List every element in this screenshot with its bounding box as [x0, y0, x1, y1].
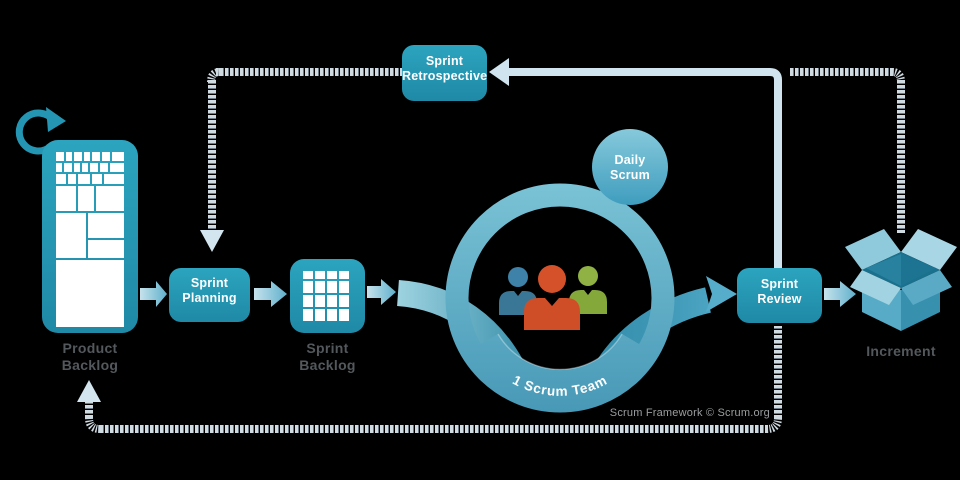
sprint-backlog-grid	[303, 271, 349, 321]
product-backlog-treemap	[56, 152, 124, 327]
daily-scrum-circle	[592, 129, 668, 205]
increment-box-icon	[845, 229, 957, 331]
review-to-retrospective-arrow	[489, 58, 782, 270]
sprint-review-box	[737, 268, 822, 323]
sprint-backlog-icon	[290, 259, 365, 333]
scrum-team-icon	[499, 265, 607, 330]
flow-arrow-backlog-to-planning	[140, 281, 167, 307]
daily-scrum-label: Daily Scrum	[610, 153, 650, 182]
sprint-backlog-label: Sprint Backlog	[299, 340, 356, 373]
flow-arrow-backlog-to-team	[367, 279, 396, 305]
increment-to-retrospective-line	[790, 68, 905, 233]
product-backlog-label: Product Backlog	[61, 340, 119, 373]
swoosh-arrowhead-icon	[706, 276, 737, 312]
flow-arrow-planning-to-backlog	[254, 281, 287, 307]
down-arrowhead-icon	[200, 230, 224, 252]
sprint-retrospective-label: Sprint Retrospective	[402, 54, 488, 83]
scrum-team-ring	[445, 183, 675, 413]
increment-label: Increment	[866, 343, 936, 359]
up-arrowhead-icon	[77, 380, 101, 402]
sprint-retrospective-box	[402, 45, 487, 101]
sprint-planning-box	[169, 268, 250, 322]
flow-arrow-review-to-increment	[824, 281, 856, 307]
sprint-review-label: Sprint Review	[757, 277, 802, 306]
review-to-product-backlog-arrow	[77, 326, 782, 433]
team-member-red-icon	[524, 298, 580, 330]
retrospective-to-planning-arrow	[200, 68, 402, 252]
product-backlog-icon	[42, 140, 138, 333]
left-arrowhead-icon	[489, 58, 509, 86]
sprint-planning-label: Sprint Planning	[182, 276, 237, 305]
scrum-framework-credit: Scrum Framework © Scrum.org	[609, 407, 770, 419]
refresh-icon	[15, 107, 66, 155]
